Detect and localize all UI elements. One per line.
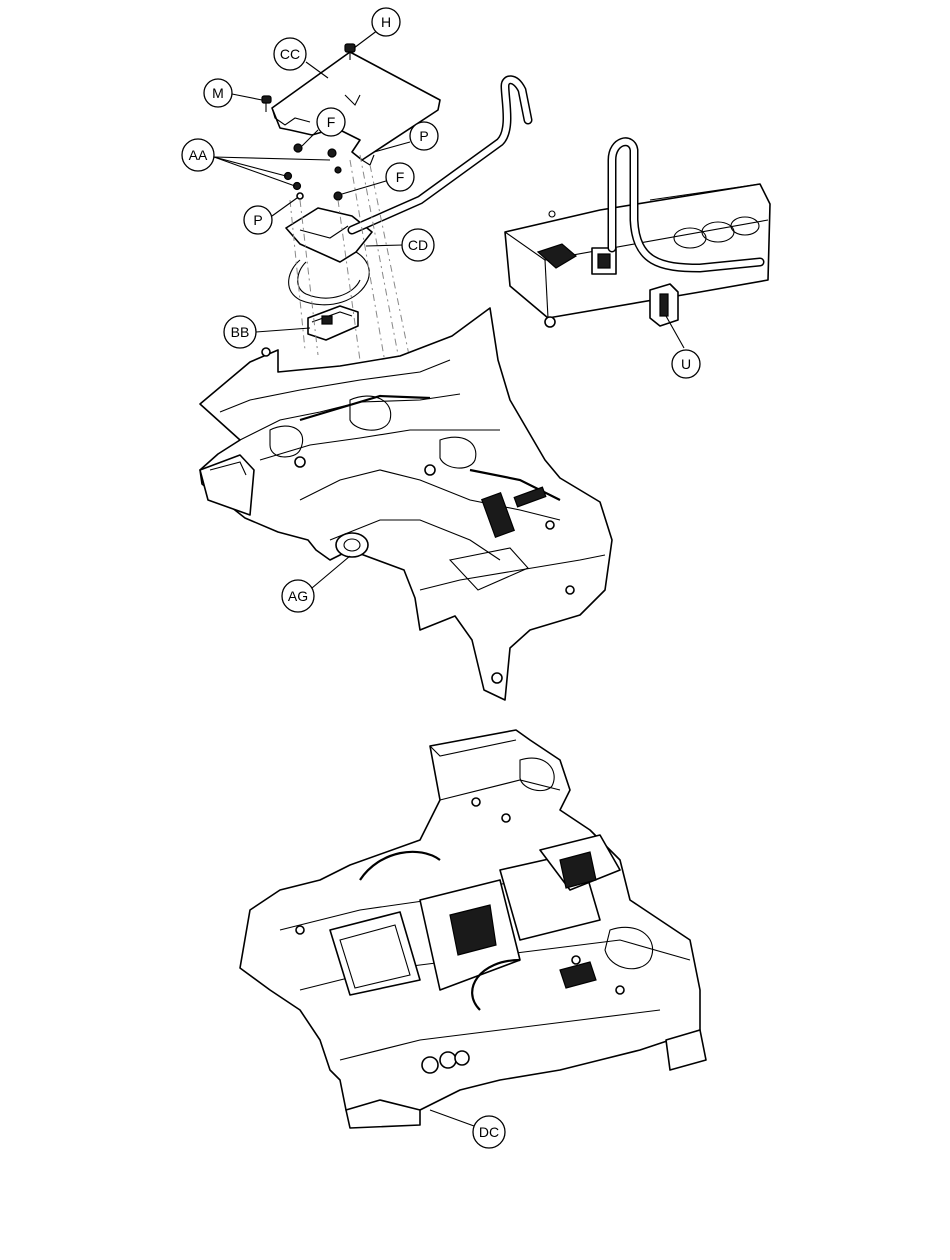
- callout-p-upper: P: [410, 122, 438, 150]
- callout-cd-label: CD: [408, 237, 428, 253]
- battery-module: [505, 142, 770, 327]
- callout-ag-label: AG: [288, 588, 308, 604]
- screw-m: [262, 96, 271, 112]
- callout-f-lower: F: [386, 163, 414, 191]
- callout-m-label: M: [212, 85, 224, 101]
- callout-h: H: [372, 8, 400, 36]
- callout-cc-label: CC: [280, 46, 300, 62]
- callout-m: M: [204, 79, 232, 107]
- callout-dc: DC: [473, 1116, 505, 1148]
- callout-cc: CC: [274, 38, 306, 70]
- callout-h-label: H: [381, 14, 391, 30]
- callout-bb-label: BB: [231, 324, 250, 340]
- main-chassis: [200, 308, 612, 700]
- connector-bb: [308, 306, 358, 340]
- callout-aa-label: AA: [189, 147, 208, 163]
- fastener-group: [285, 144, 343, 200]
- callout-u: U: [672, 350, 700, 378]
- callout-f-upper: F: [317, 108, 345, 136]
- connector-u: [650, 284, 678, 326]
- callout-f-lower-label: F: [396, 169, 405, 185]
- callout-cd: CD: [402, 229, 434, 261]
- lower-assembly: [240, 730, 706, 1128]
- callout-p-lower-label: P: [253, 212, 262, 228]
- callout-f-upper-label: F: [327, 114, 336, 130]
- callout-p-lower: P: [244, 206, 272, 234]
- callout-ag: AG: [282, 580, 314, 612]
- callout-dc-label: DC: [479, 1124, 499, 1140]
- callout-bb: BB: [224, 316, 256, 348]
- callout-u-label: U: [681, 356, 691, 372]
- callout-p-upper-label: P: [419, 128, 428, 144]
- callout-aa: AA: [182, 139, 214, 171]
